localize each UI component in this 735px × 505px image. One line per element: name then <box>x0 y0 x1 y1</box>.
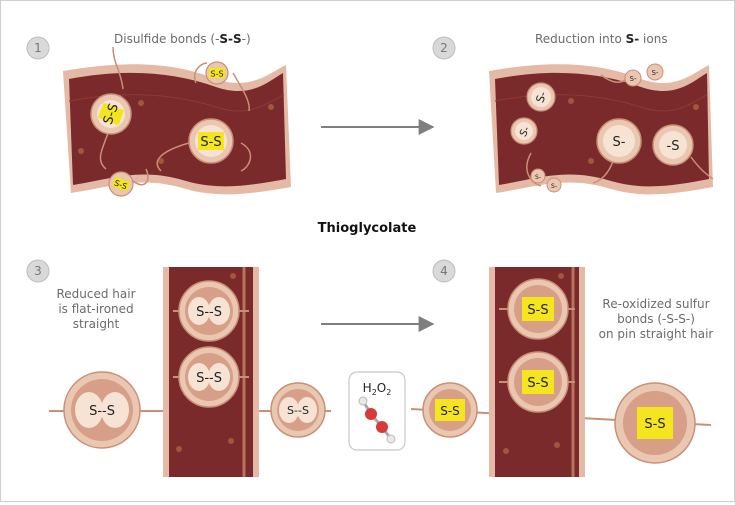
step-2-ion-small-1: S- <box>624 69 642 87</box>
hydrogen-atom-2 <box>386 434 396 444</box>
svg-text:S-: S- <box>535 174 541 181</box>
step-3-caption-line-3: straight <box>73 317 120 331</box>
hydrogen-atom-1 <box>358 396 368 406</box>
svg-text:S-S: S-S <box>440 404 460 418</box>
svg-text:S--S: S--S <box>196 305 222 320</box>
step-2-ion-small-4: S- <box>546 177 562 193</box>
svg-text:S-: S- <box>533 90 549 105</box>
step-1-badge <box>26 36 50 60</box>
h2o2-label: H2O2 <box>363 381 392 397</box>
step-1-caption: Disulfide bonds (-S-S-) <box>114 32 251 46</box>
step-2-caption: Reduction into S- ions <box>535 32 668 46</box>
step-3-panel: 3 Reduced hair is flat-ironed straight S… <box>26 259 331 477</box>
step-3-badge <box>26 259 50 283</box>
svg-text:S-S: S-S <box>200 135 221 150</box>
step-2-ion-small-2: S- <box>646 63 664 81</box>
step-1-panel: 1 Disulfide bonds (-S-S-) S-S <box>26 32 291 197</box>
svg-text:S-S: S-S <box>113 178 128 191</box>
step-3-caption-line-2: is flat-ironed <box>58 302 133 316</box>
step-1-bond-large: S-S <box>90 93 132 135</box>
step-2-ion-center: S- <box>596 118 642 164</box>
step-3-bond-right: S--S <box>270 382 326 438</box>
diagram-title: Thioglycolate <box>318 221 417 236</box>
step-3-bond-lower: S--S <box>178 346 240 408</box>
svg-text:S-: S- <box>551 183 557 190</box>
oxygen-atom-1 <box>365 408 377 420</box>
step-4-caption-line-3: on pin straight hair <box>599 327 714 341</box>
svg-text:S-: S- <box>613 135 626 150</box>
step-4-panel: 4 Re-oxidized sulfur bonds (-S-S-) on pi… <box>410 259 714 477</box>
svg-text:S-: S- <box>652 69 659 77</box>
step-3-bond-upper: S--S <box>178 280 240 342</box>
step-2-ion-right: -S <box>652 124 694 166</box>
h2o2-box: H2O2 <box>348 371 406 451</box>
svg-text:S-S: S-S <box>644 417 665 432</box>
step-1-number: 1 <box>34 41 42 55</box>
step-4-bond-right: S-S <box>614 382 696 464</box>
svg-text:S--S: S--S <box>287 404 309 417</box>
step-4-caption-line-2: bonds (-S-S-) <box>617 312 695 326</box>
step-2-ion-small-3: S- <box>530 168 546 184</box>
oxygen-atom-2 <box>376 421 388 433</box>
step-3-bond-left: S--S <box>63 371 141 449</box>
step-2-ion-a: S- <box>526 82 556 112</box>
step-2-badge <box>432 36 456 60</box>
step-2-number: 2 <box>440 41 448 55</box>
svg-text:S-S: S-S <box>210 70 223 79</box>
step-4-caption-line-1: Re-oxidized sulfur <box>602 297 709 311</box>
step-4-bond-upper: S-S <box>507 278 569 340</box>
step-3-caption-line-1: Reduced hair <box>56 287 135 301</box>
svg-text:-S: -S <box>667 139 680 154</box>
step-1-bond-bottom: S-S <box>108 171 134 197</box>
svg-text:S-S: S-S <box>101 102 122 127</box>
step-4-badge <box>432 259 456 283</box>
svg-text:S--S: S--S <box>196 371 222 386</box>
step-4-bond-lower: S-S <box>507 351 569 413</box>
step-1-bond-top: S-S <box>205 61 229 85</box>
step-2-ion-b: S- <box>510 117 538 145</box>
svg-text:S-S: S-S <box>527 303 548 318</box>
step-4-bond-left: S-S <box>422 382 478 438</box>
svg-text:S-: S- <box>630 75 637 83</box>
step-1-bond-center: S-S <box>188 118 234 164</box>
step-2-panel: 2 Reduction into S- ions S- S- S- <box>432 32 714 195</box>
svg-text:S-S: S-S <box>527 376 548 391</box>
step-4-number: 4 <box>440 264 448 278</box>
step-3-number: 3 <box>34 264 42 278</box>
svg-text:S--S: S--S <box>89 404 115 419</box>
